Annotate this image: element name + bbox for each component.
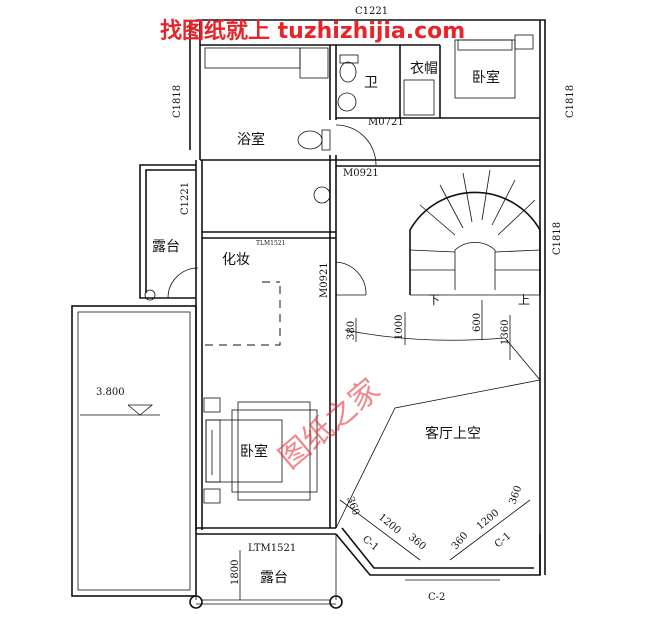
dim-360-d: 360: [507, 484, 524, 506]
code-c2: C-2: [428, 592, 445, 603]
room-closet-label: 衣帽: [410, 61, 438, 77]
room-living-void-label: 客厅上空: [425, 425, 481, 442]
code-m0921-v: M0921: [319, 262, 330, 298]
code-c1-right: C-1: [493, 531, 513, 551]
spiral-stair: [409, 169, 541, 296]
room-terrace-bottom-label: 露台: [260, 570, 288, 586]
room-terrace-left-label: 露台: [152, 239, 180, 255]
code-m0921-h: M0921: [343, 168, 379, 179]
code-m0721: M0721: [368, 117, 404, 128]
dim-1200-b: 1200: [475, 508, 502, 533]
elevation-label: 3.800: [96, 387, 125, 398]
dim-1200-a: 1200: [376, 512, 403, 537]
room-bedroom-main-label: 卧室: [240, 443, 268, 460]
lower-roof: [71, 305, 197, 597]
code-tlm-small: TLM1521: [256, 240, 285, 247]
door-swings: [335, 124, 377, 296]
stair-down-label: 下: [428, 293, 440, 307]
closet-bedroom-fixtures: [403, 34, 534, 116]
code-c1818-right-top: C1818: [565, 85, 576, 118]
dimension-lines: [239, 300, 531, 600]
dim-1800: 1800: [230, 560, 241, 585]
terrace-bottom: [189, 534, 343, 609]
dim-1000: 1000: [394, 315, 405, 340]
dim-360-c: 360: [450, 530, 471, 552]
code-c1221-left: C1221: [180, 182, 191, 215]
dressing-counter: [167, 267, 281, 346]
code-c1818-left: C1818: [172, 85, 183, 118]
code-c1818-right-mid: C1818: [552, 222, 563, 255]
void-boundary: [335, 329, 541, 529]
dim-380: 380: [346, 321, 357, 340]
main-bed: [203, 397, 318, 504]
room-dressing-label: 化妆: [222, 252, 250, 268]
watermark-top: 找图纸就上 tuzhizhijia.com: [160, 18, 465, 44]
dim-600: 600: [472, 313, 483, 332]
upper-partitions: [200, 44, 540, 239]
stair-up-label: 上: [518, 293, 530, 307]
code-c1221-top: C1221: [355, 6, 388, 17]
bath-fixtures: [204, 47, 359, 204]
room-bedroom-top-label: 卧室: [472, 69, 500, 86]
code-ltm1521: LTM1521: [248, 543, 296, 554]
dim-1360: 1360: [500, 320, 511, 345]
bay-window: [335, 527, 541, 581]
dim-360-b: 360: [406, 532, 428, 553]
room-bath-label: 浴室: [237, 131, 265, 148]
room-wc-label: 卫: [364, 75, 378, 91]
code-c1-left: C-1: [360, 534, 380, 554]
